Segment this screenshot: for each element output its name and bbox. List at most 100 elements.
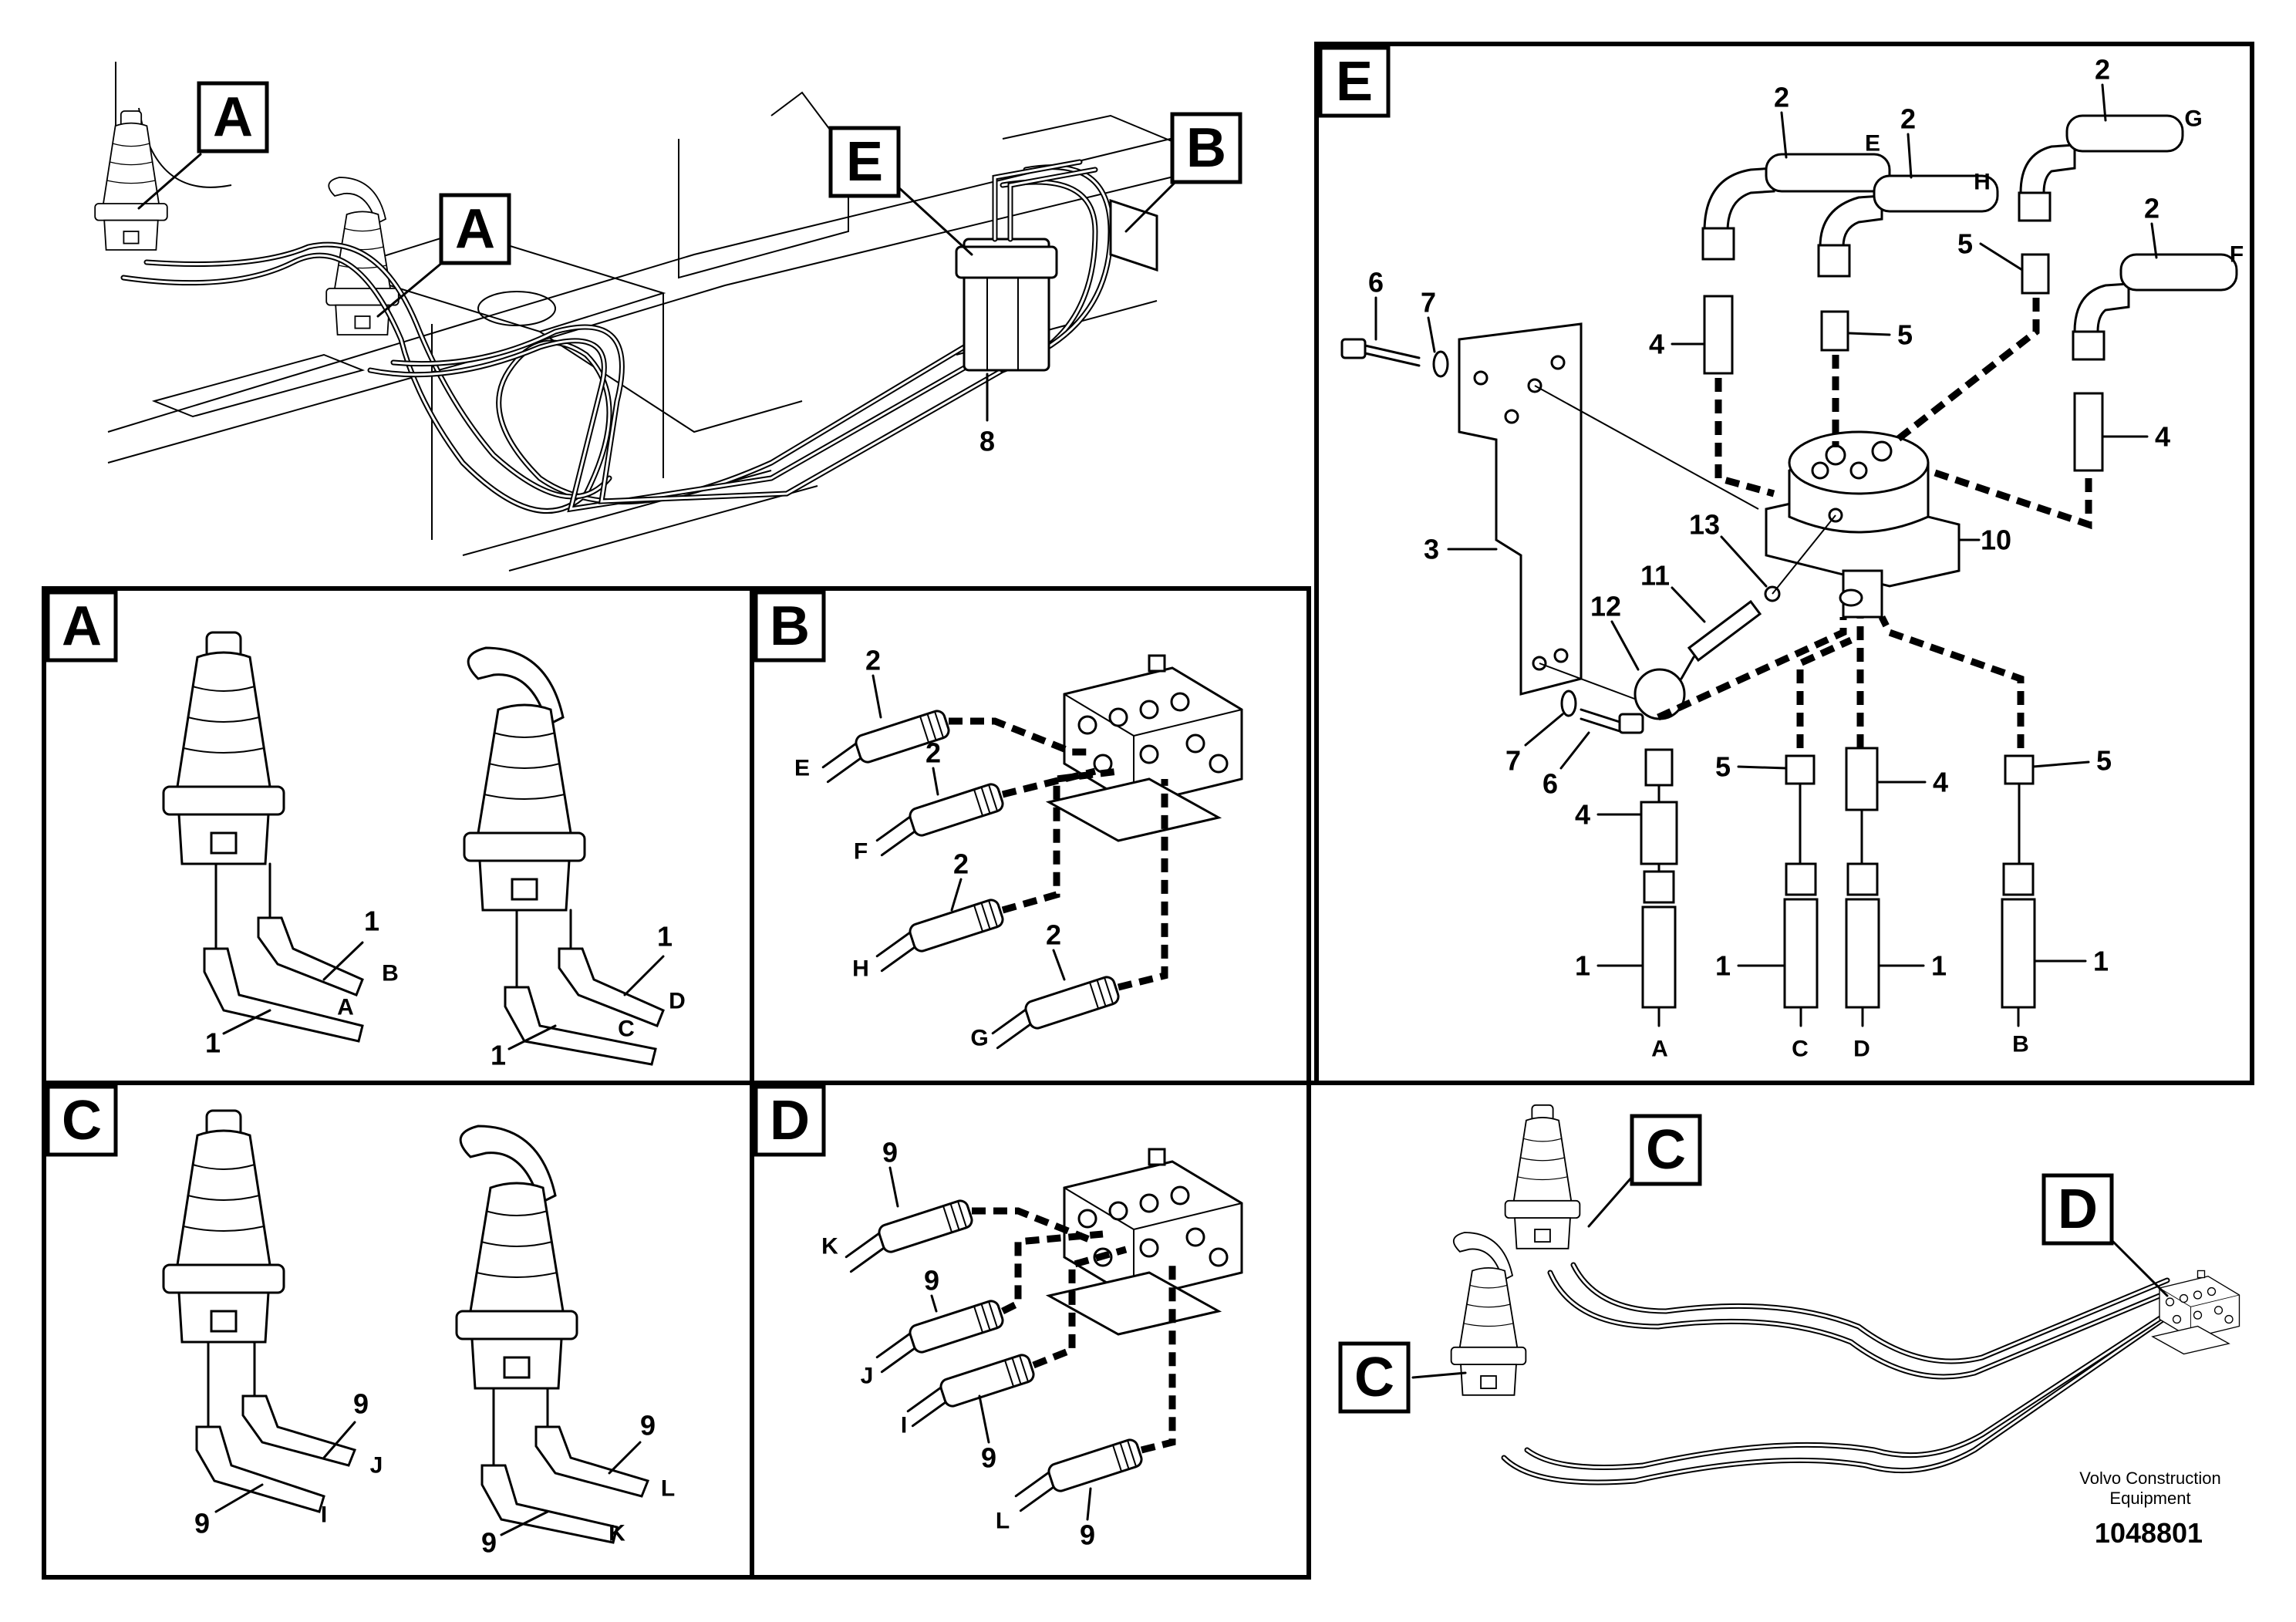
port-label: C xyxy=(618,1017,635,1042)
part-label: 5 xyxy=(2096,745,2112,777)
hose-number: 2 xyxy=(1900,103,1916,135)
part-label: 8 xyxy=(979,426,995,457)
part-label: 9 xyxy=(481,1527,497,1559)
overview-panel: A A E B 8 xyxy=(94,62,1242,572)
part-label: 2 xyxy=(865,645,881,676)
part-label: 12 xyxy=(1590,591,1621,622)
part-label: 9 xyxy=(194,1508,210,1539)
port-label: B xyxy=(382,961,399,986)
part-label: 4 xyxy=(2155,421,2170,453)
joystick-right-icon xyxy=(1450,1232,1527,1396)
joystick-left-icon xyxy=(1504,1104,1581,1249)
port-label: B xyxy=(2012,1032,2029,1057)
part-label: 7 xyxy=(1421,287,1436,319)
callout-overview-a1: A xyxy=(137,81,269,210)
port-label: I xyxy=(901,1413,907,1438)
part-label: 13 xyxy=(1689,509,1720,541)
adapters-top xyxy=(1703,253,2104,472)
hose-port: F xyxy=(2230,242,2244,268)
port-label: K xyxy=(609,1521,625,1546)
callout-letter: D xyxy=(2058,1179,2098,1240)
part-label: 9 xyxy=(981,1442,996,1474)
mounting-bracket xyxy=(1458,322,1759,703)
part-label: 2 xyxy=(953,848,969,880)
callout-overview-a2: A xyxy=(376,193,511,318)
hose-number: 2 xyxy=(2095,54,2110,86)
part-label: 1 xyxy=(491,1040,506,1071)
overview-valve-block xyxy=(955,159,1158,372)
part-label: 1 xyxy=(364,905,379,937)
part-label: 7 xyxy=(1505,745,1521,777)
part-label: 11 xyxy=(1640,560,1670,592)
hose-end-icon xyxy=(901,1351,1039,1428)
hose-port: G xyxy=(2184,106,2202,132)
hose-number: 2 xyxy=(2144,193,2159,224)
part-label: 3 xyxy=(1424,534,1439,565)
hose-end-icon xyxy=(870,781,1008,857)
part-label: 2 xyxy=(1046,919,1061,951)
callout-cd-c2: C xyxy=(1338,1341,1467,1414)
port-label: J xyxy=(370,1453,383,1479)
callout-letter: E xyxy=(846,131,883,193)
cd-overview-panel: C C D xyxy=(1338,1104,2240,1485)
panel-d: D 9 K 9 J 9 I 9 L xyxy=(754,1084,1243,1551)
joystick-left-icon xyxy=(94,110,168,251)
part-label: 9 xyxy=(924,1265,939,1297)
port-label: A xyxy=(1651,1037,1668,1062)
part-label: 9 xyxy=(353,1388,369,1420)
callout-letter: C xyxy=(1646,1119,1686,1181)
joystick-left-icon xyxy=(162,631,285,865)
item-11-12-13 xyxy=(1633,514,1836,720)
part-label: 1 xyxy=(2093,946,2109,977)
port-label: H xyxy=(852,956,869,982)
overview-hoses xyxy=(120,164,1114,514)
part-label: 1 xyxy=(205,1027,221,1059)
screw-bottom xyxy=(1560,690,1644,734)
screw-top xyxy=(1340,338,1449,378)
dashed-links-bottom xyxy=(1657,615,2025,748)
panel-title: E xyxy=(1336,51,1373,113)
port-label: I xyxy=(321,1502,327,1528)
callout-letter: C xyxy=(1354,1347,1394,1408)
panel-c: C 9 J 9 I 9 L 9 K xyxy=(46,1084,675,1559)
part-label: 1 xyxy=(1575,950,1590,982)
hose-end-icon xyxy=(870,896,1008,973)
part-label: 5 xyxy=(1897,319,1913,351)
valve-bank-icon xyxy=(1047,1148,1243,1336)
lower-fittings xyxy=(1640,747,2036,1027)
part-label: 6 xyxy=(1542,768,1558,800)
part-label: 4 xyxy=(1649,329,1664,360)
hose-port: E xyxy=(1865,131,1880,157)
brand-line-1: Volvo Construction xyxy=(2079,1469,2220,1488)
part-label: 5 xyxy=(1715,751,1731,783)
part-label: 5 xyxy=(1957,228,1973,260)
callout-letter: B xyxy=(1186,117,1226,179)
callout-cd-d: D xyxy=(2041,1173,2169,1297)
panel-title: C xyxy=(62,1090,102,1152)
panel-title: B xyxy=(770,595,810,657)
part-label: 6 xyxy=(1368,267,1384,298)
port-label: C xyxy=(1792,1037,1809,1062)
port-label: L xyxy=(661,1476,675,1502)
part-label: 10 xyxy=(1981,524,2011,556)
document-number: 1048801 xyxy=(2095,1517,2203,1549)
panel-title: A xyxy=(62,595,102,657)
part-label: 1 xyxy=(657,921,673,953)
callout-letter: A xyxy=(455,198,495,260)
hose-number: 2 xyxy=(1774,82,1789,113)
part-label: 9 xyxy=(1080,1519,1095,1551)
hose-end-icon xyxy=(870,1297,1008,1374)
part-label: 4 xyxy=(1933,767,1948,798)
panel-a-hoses xyxy=(203,862,665,1066)
part-label: 2 xyxy=(925,737,941,769)
port-label: K xyxy=(821,1234,838,1259)
port-label: D xyxy=(1853,1037,1870,1062)
callout-overview-b: B xyxy=(1124,112,1242,233)
hose-end-icon xyxy=(986,973,1124,1050)
joystick-right-icon xyxy=(463,646,586,912)
panel-b: B 2 E 2 F 2 H 2 G xyxy=(754,590,1243,1051)
panel-c-hoses xyxy=(195,1340,650,1544)
port-label: J xyxy=(861,1364,874,1389)
hose-end-icon xyxy=(1009,1436,1147,1512)
